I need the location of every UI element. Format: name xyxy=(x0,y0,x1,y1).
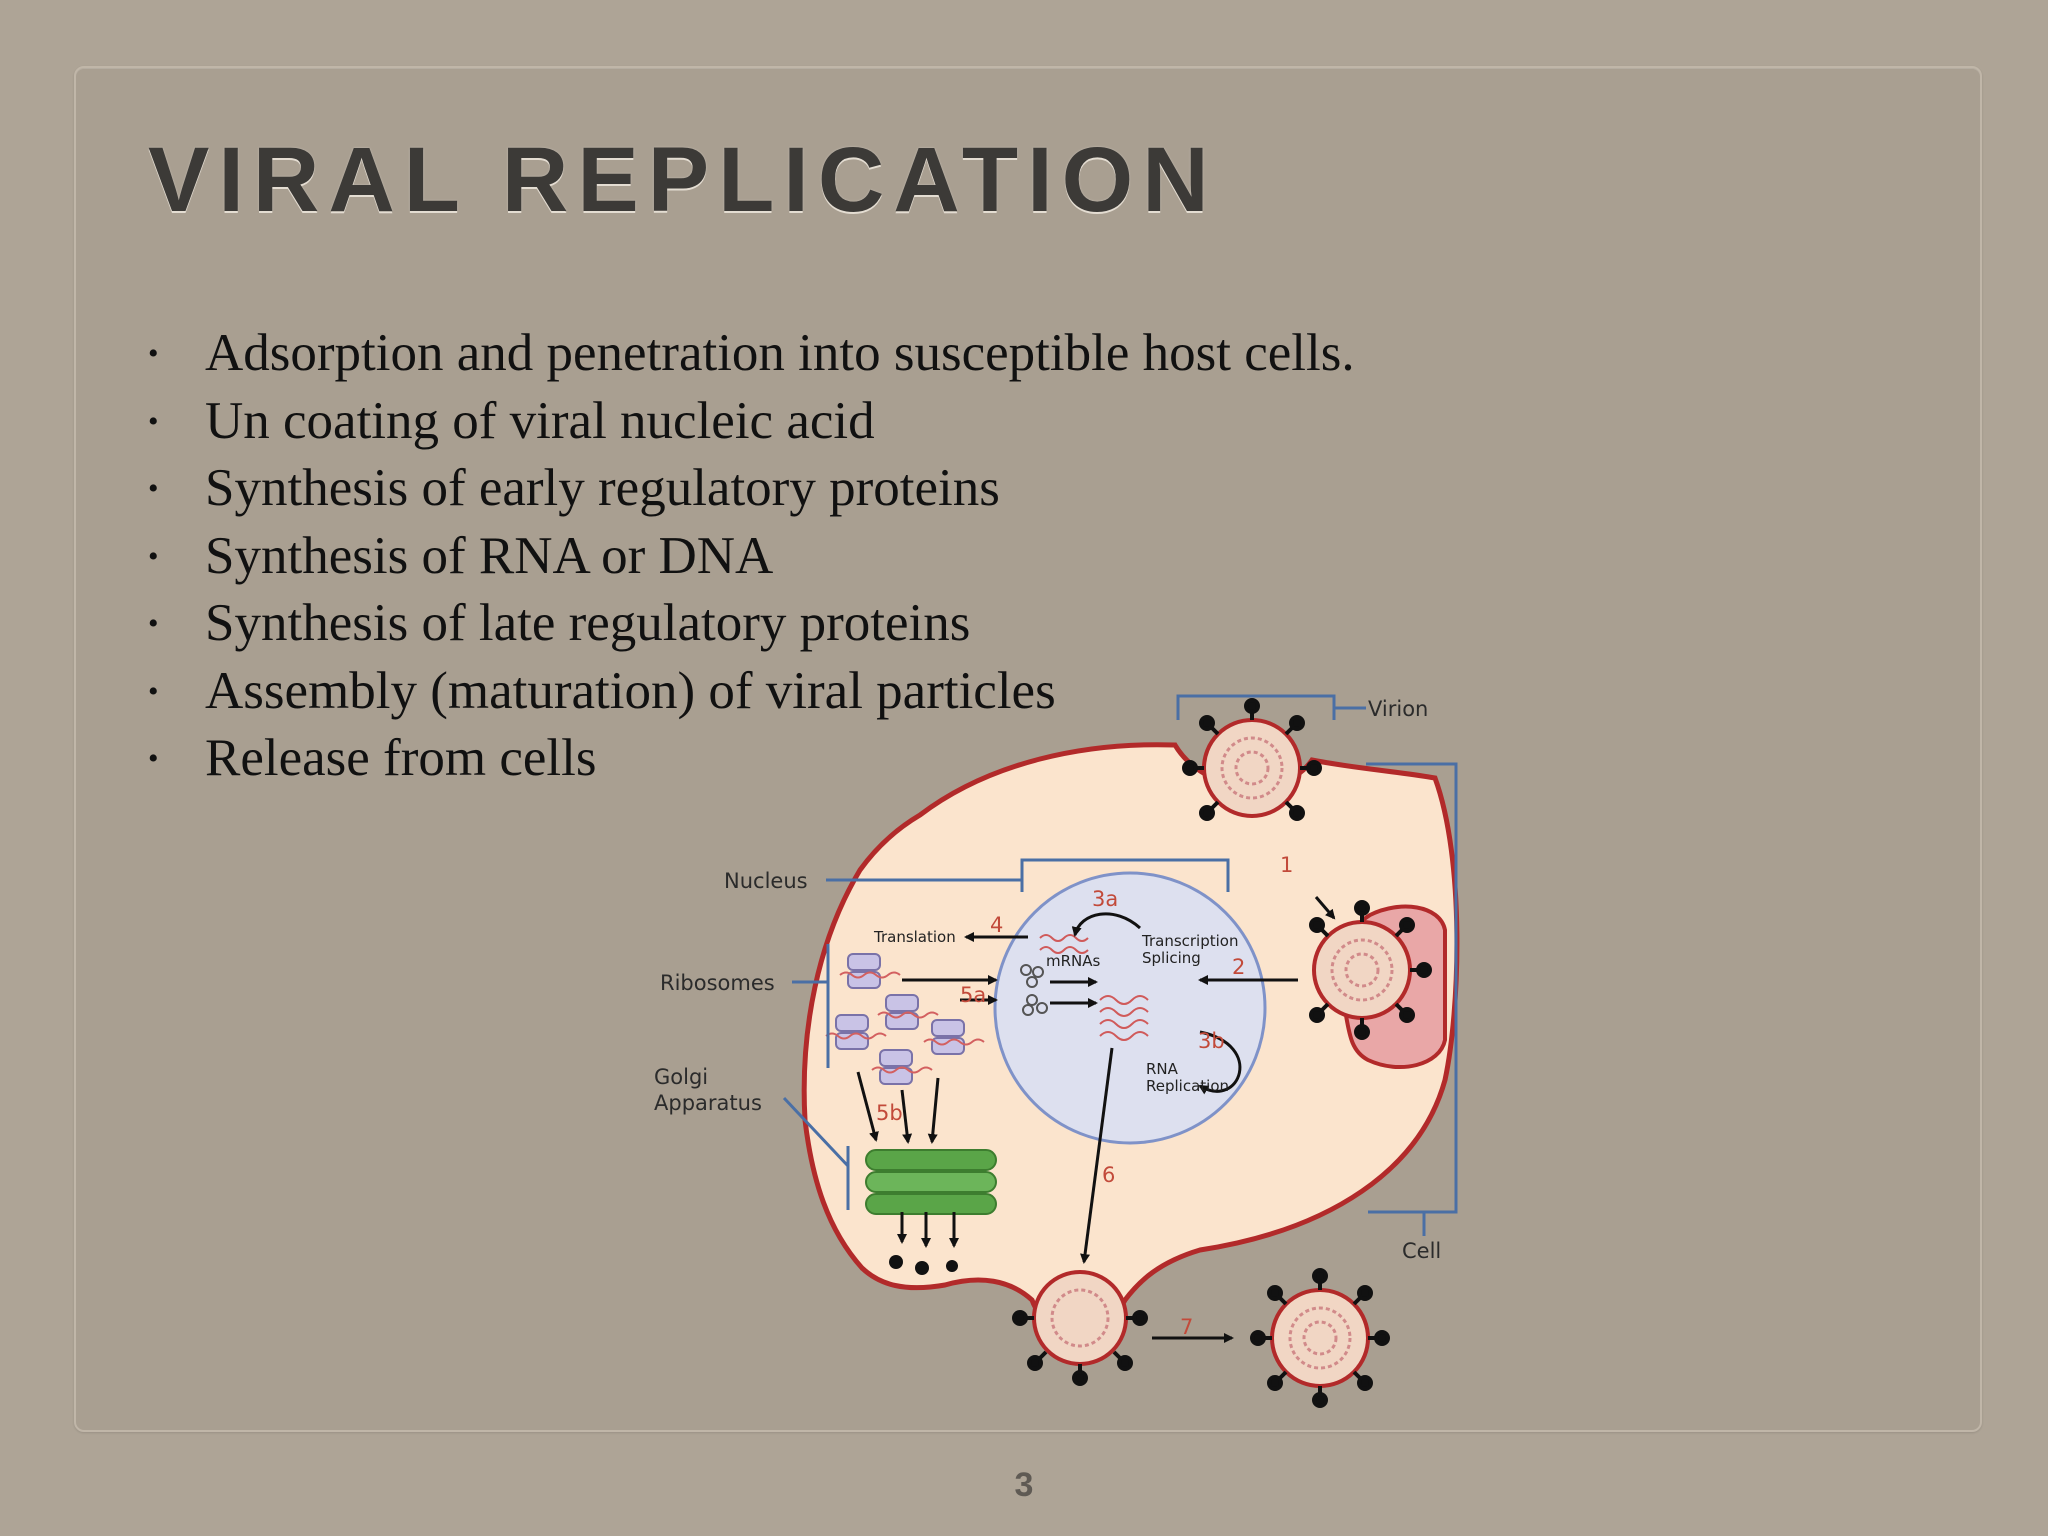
bullet-text: Synthesis of early regulatory proteins xyxy=(205,459,1000,517)
bullet-item: • Synthesis of late regulatory proteins xyxy=(148,590,1355,658)
step-number: 3b xyxy=(1198,1029,1225,1053)
mrna-strands xyxy=(825,971,985,1074)
bullet-text: Un coating of viral nucleic acid xyxy=(205,391,875,450)
bullet-dot-icon: • xyxy=(148,404,159,438)
step-number: 1 xyxy=(1280,853,1293,877)
step-number: 7 xyxy=(1180,1315,1193,1339)
splicing-label: Splicing xyxy=(1142,949,1201,967)
step-number: 5a xyxy=(960,983,986,1007)
bullet-text: Synthesis of RNA or DNA xyxy=(205,526,774,585)
bullet-dot-icon: • xyxy=(148,607,159,640)
nucleus-label: Nucleus xyxy=(724,869,808,893)
bullet-dot-icon: • xyxy=(148,539,159,573)
bullet-item: • Assembly (maturation) of viral particle… xyxy=(148,658,1355,726)
bullet-dot-icon: • xyxy=(148,674,159,708)
page-number: 3 xyxy=(1014,1466,1034,1504)
bullet-dot-icon: • xyxy=(148,472,159,505)
virion-label: Virion xyxy=(1368,697,1428,721)
bullet-item: • Adsorption and penetration into suscept… xyxy=(148,320,1355,388)
golgi-apparatus xyxy=(865,1149,997,1215)
step-number: 2 xyxy=(1232,955,1245,979)
cell-label: Cell xyxy=(1402,1239,1441,1263)
mrnas-label: mRNAs xyxy=(1046,952,1101,970)
step-number: 6 xyxy=(1102,1163,1115,1187)
step-number: 3a xyxy=(1092,887,1118,911)
bullet-item: • Synthesis of early regulatory proteins xyxy=(148,455,1355,523)
virion-icon xyxy=(1309,900,1432,1040)
slide-title: VIRAL REPLICATION xyxy=(148,129,1218,231)
bullet-text: Assembly (maturation) of viral particles xyxy=(205,661,1056,720)
nucleotide-circles xyxy=(1020,964,1048,1016)
virion-icon xyxy=(1182,698,1322,821)
virion-icon xyxy=(1250,1268,1390,1408)
glycoprotein-pins xyxy=(889,1255,958,1275)
ribosomes-label: Ribosomes xyxy=(660,971,775,995)
nucleus xyxy=(993,871,1267,1145)
bullet-text: Release from cells xyxy=(205,729,597,787)
ribosomes xyxy=(835,953,965,1085)
viral-rna xyxy=(1039,934,1149,1041)
bullet-dot-icon: • xyxy=(148,742,159,775)
bullet-text: Adsorption and penetration into suscepti… xyxy=(205,324,1355,382)
transcription-label: Transcription xyxy=(1141,932,1238,950)
label-brackets xyxy=(782,694,1458,1236)
rna-replication-label: Replication xyxy=(1146,1077,1229,1095)
rna-replication-label: RNA xyxy=(1146,1060,1179,1078)
golgi-label: Apparatus xyxy=(654,1091,762,1115)
bullet-item: • Synthesis of RNA or DNA xyxy=(148,523,1355,591)
step-number: 4 xyxy=(990,913,1003,937)
pathway-arrows xyxy=(856,896,1336,1343)
bullet-item: • Release from cells xyxy=(148,725,1355,793)
bullet-text: Synthesis of late regulatory proteins xyxy=(205,594,971,652)
bullet-item: • Un coating of viral nucleic acid xyxy=(148,388,1355,456)
bullet-list: • Adsorption and penetration into suscept… xyxy=(148,320,1355,793)
bullet-dot-icon: • xyxy=(148,337,159,370)
step-number: 5b xyxy=(876,1101,903,1125)
golgi-label: Golgi xyxy=(654,1065,708,1089)
virion-icon xyxy=(1012,1270,1148,1386)
translation-label: Translation xyxy=(873,928,956,946)
